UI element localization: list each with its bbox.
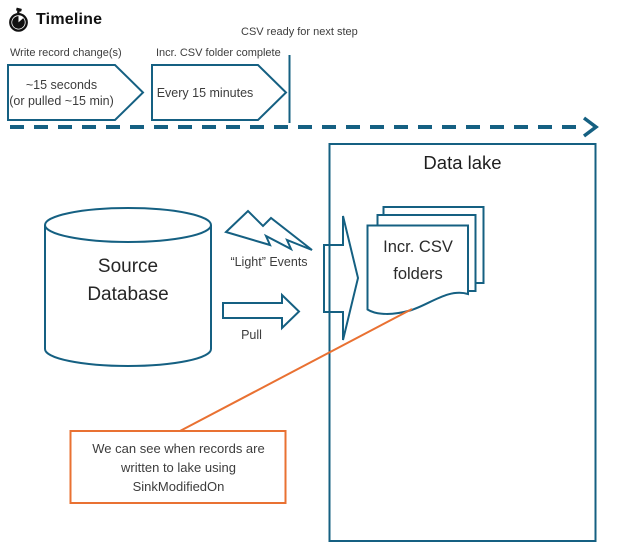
pull-text: Pull	[241, 328, 262, 342]
callout-line-1: We can see when records are	[92, 440, 265, 456]
ingest-arrow	[323, 215, 360, 341]
callout-box	[69, 430, 287, 504]
csv-folders-line-2: folders	[393, 265, 443, 283]
timeline-axis-arrowhead	[582, 116, 599, 138]
source-database-cylinder-top	[44, 207, 212, 243]
csv-folders-line-1: Incr. CSV	[383, 238, 453, 256]
pull-arrow	[222, 292, 301, 331]
csv-folders-label: Incr. CSV folders	[368, 233, 468, 289]
data-lake-box	[328, 143, 597, 542]
stopwatch-icon	[9, 7, 28, 32]
source-database-label: Source Database	[45, 252, 211, 310]
milestone-3-label: CSV ready for next step	[241, 26, 358, 38]
light-events-label: “Light” Events	[219, 254, 319, 270]
callout-connector-line	[179, 308, 413, 432]
source-database-cylinder-body	[44, 225, 212, 367]
source-database-line-1: Source	[97, 256, 159, 277]
lightning-bolt-icon	[224, 209, 313, 252]
chevron-1-line-2: (or pulled ~15 min)	[9, 93, 114, 108]
milestone-2-label: Incr. CSV folder complete	[156, 47, 281, 59]
data-lake-title: Data lake	[330, 150, 595, 176]
chevron-2-line-1: Every 15 minutes	[156, 85, 254, 100]
callout-line-2: written to lake using	[121, 459, 236, 475]
milestone-1-label: Write record change(s)	[10, 47, 122, 59]
data-lake-title-text: Data lake	[423, 152, 502, 173]
callout-line-3: SinkModifiedOn	[132, 478, 225, 494]
callout-label: We can see when records are written to l…	[71, 431, 286, 503]
milestone-chevron-2	[151, 64, 288, 121]
page-title: Timeline	[36, 11, 103, 28]
chevron-1-text: ~15 seconds (or pulled ~15 min)	[8, 65, 115, 120]
chevron-2-text: Every 15 minutes	[152, 65, 258, 120]
pull-label: Pull	[229, 327, 274, 343]
light-events-text: “Light” Events	[230, 255, 308, 269]
milestone-chevron-1	[7, 64, 145, 121]
timeline-header: Timeline	[7, 7, 102, 33]
chevron-1-line-1: ~15 seconds	[25, 77, 98, 92]
source-database-line-2: Database	[87, 284, 169, 305]
